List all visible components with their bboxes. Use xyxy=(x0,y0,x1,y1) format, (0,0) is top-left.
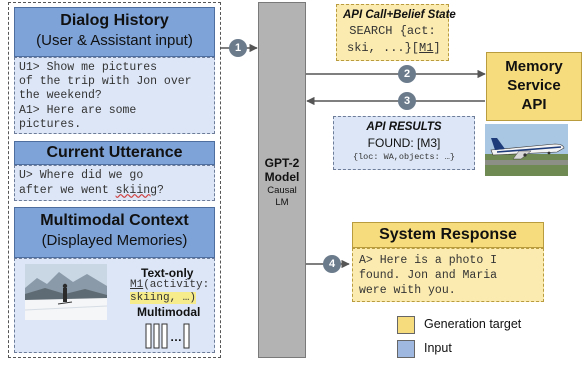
m1-text-2: skiing, …) xyxy=(130,292,197,304)
utterance-line-2-suffix: ? xyxy=(157,183,164,197)
model-type-line-2: LM xyxy=(275,197,289,208)
dialog-history-subtitle: (User & Assistant input) xyxy=(36,32,193,49)
gpt2-model-label: GPT-2 Model Causal LM xyxy=(258,156,306,209)
current-utterance-title: Current Utterance xyxy=(46,144,183,161)
model-type-line-1: Causal xyxy=(267,185,297,196)
api-call-line-2: ski, ...}[M1] xyxy=(343,40,442,57)
legend-input-swatch xyxy=(397,340,415,358)
utterance-highlight-word: skiing xyxy=(115,183,158,197)
api-call-line-2-suffix: ] xyxy=(433,41,441,55)
api-results-detail: {loc: WA,objects: …} xyxy=(352,152,456,162)
airplane-memory-photo xyxy=(485,124,568,176)
api-call-line-1: SEARCH {act: xyxy=(349,24,436,38)
api-call-ref: M1 xyxy=(419,41,434,55)
dialog-line-2: of the trip with Jon over xyxy=(19,75,192,89)
gpt2-model-block xyxy=(258,2,306,358)
system-response-title: System Response xyxy=(379,226,517,243)
multimodal-context-title: Multimodal Context xyxy=(40,212,189,229)
m1-ref: M1 xyxy=(130,279,144,291)
utterance-line-2: after we went skiing? xyxy=(19,184,210,199)
input-panel xyxy=(8,2,221,358)
memory-service-api-box: Memory Service API xyxy=(486,52,582,121)
response-line-2: found. Jon and Maria xyxy=(359,269,498,282)
current-utterance-header: Current Utterance xyxy=(14,141,215,165)
response-line-3: were with you. xyxy=(359,284,456,297)
response-line-1: A> Here is a photo I xyxy=(359,254,498,267)
dialog-line-5: pictures. xyxy=(19,117,82,131)
step-badge-1: 1 xyxy=(229,39,247,57)
utterance-line-1: U> Where did we go xyxy=(19,169,144,182)
m1-text-1: (activity: xyxy=(143,279,210,291)
dialog-line-3: the weekend? xyxy=(19,89,102,103)
utterance-line-2-prefix: after we went xyxy=(19,183,116,197)
api-call-line-2-prefix: ski, ...}[ xyxy=(347,41,420,55)
legend-input-label: Input xyxy=(424,341,452,355)
multimodal-context-header: Multimodal Context (Displayed Memories) xyxy=(14,207,215,258)
api-call-title: API Call+Belief State xyxy=(343,9,456,21)
multimodal-vector-icon xyxy=(145,323,190,349)
step-badge-2: 2 xyxy=(398,65,416,83)
dialog-history-header: Dialog History (User & Assistant input) xyxy=(14,7,215,57)
api-results-found: FOUND: [M3] xyxy=(367,136,441,150)
legend-generation-swatch xyxy=(397,316,415,334)
model-name-line-1: GPT-2 xyxy=(264,156,300,170)
api-results-box: API RESULTS FOUND: [M3] {loc: WA,objects… xyxy=(333,116,475,170)
api-call-box: API Call+Belief State SEARCH {act: ski, … xyxy=(336,4,456,61)
dialog-line-1: U1> Show me pictures xyxy=(19,61,158,74)
system-response-header: System Response xyxy=(352,222,544,248)
dialog-history-body: U1> Show me pictures of the trip with Jo… xyxy=(14,57,215,134)
memory-service-line-2: Service xyxy=(507,77,561,94)
dialog-history-title: Dialog History xyxy=(60,12,169,29)
ski-memory-photo xyxy=(25,264,107,320)
memory-service-line-1: Memory xyxy=(505,58,563,75)
multimodal-label: Multimodal xyxy=(137,305,201,319)
memory-service-line-3: API xyxy=(521,96,547,113)
legend-generation-label: Generation target xyxy=(424,317,522,331)
dialog-line-4: A1> Here are some xyxy=(19,103,137,117)
step-badge-4: 4 xyxy=(323,255,341,273)
multimodal-context-subtitle: (Displayed Memories) xyxy=(41,232,188,249)
step-badge-3: 3 xyxy=(398,92,416,110)
multimodal-ellipsis: … xyxy=(170,330,182,344)
m1-annotation: M1(activity: skiing, …) xyxy=(130,279,209,305)
api-results-title: API RESULTS xyxy=(366,121,442,133)
model-name-line-2: Model xyxy=(264,170,300,184)
current-utterance-body: U> Where did we go after we went skiing? xyxy=(14,165,215,201)
text-only-label: Text-only xyxy=(141,266,194,280)
system-response-body: A> Here is a photo I found. Jon and Mari… xyxy=(352,248,544,302)
